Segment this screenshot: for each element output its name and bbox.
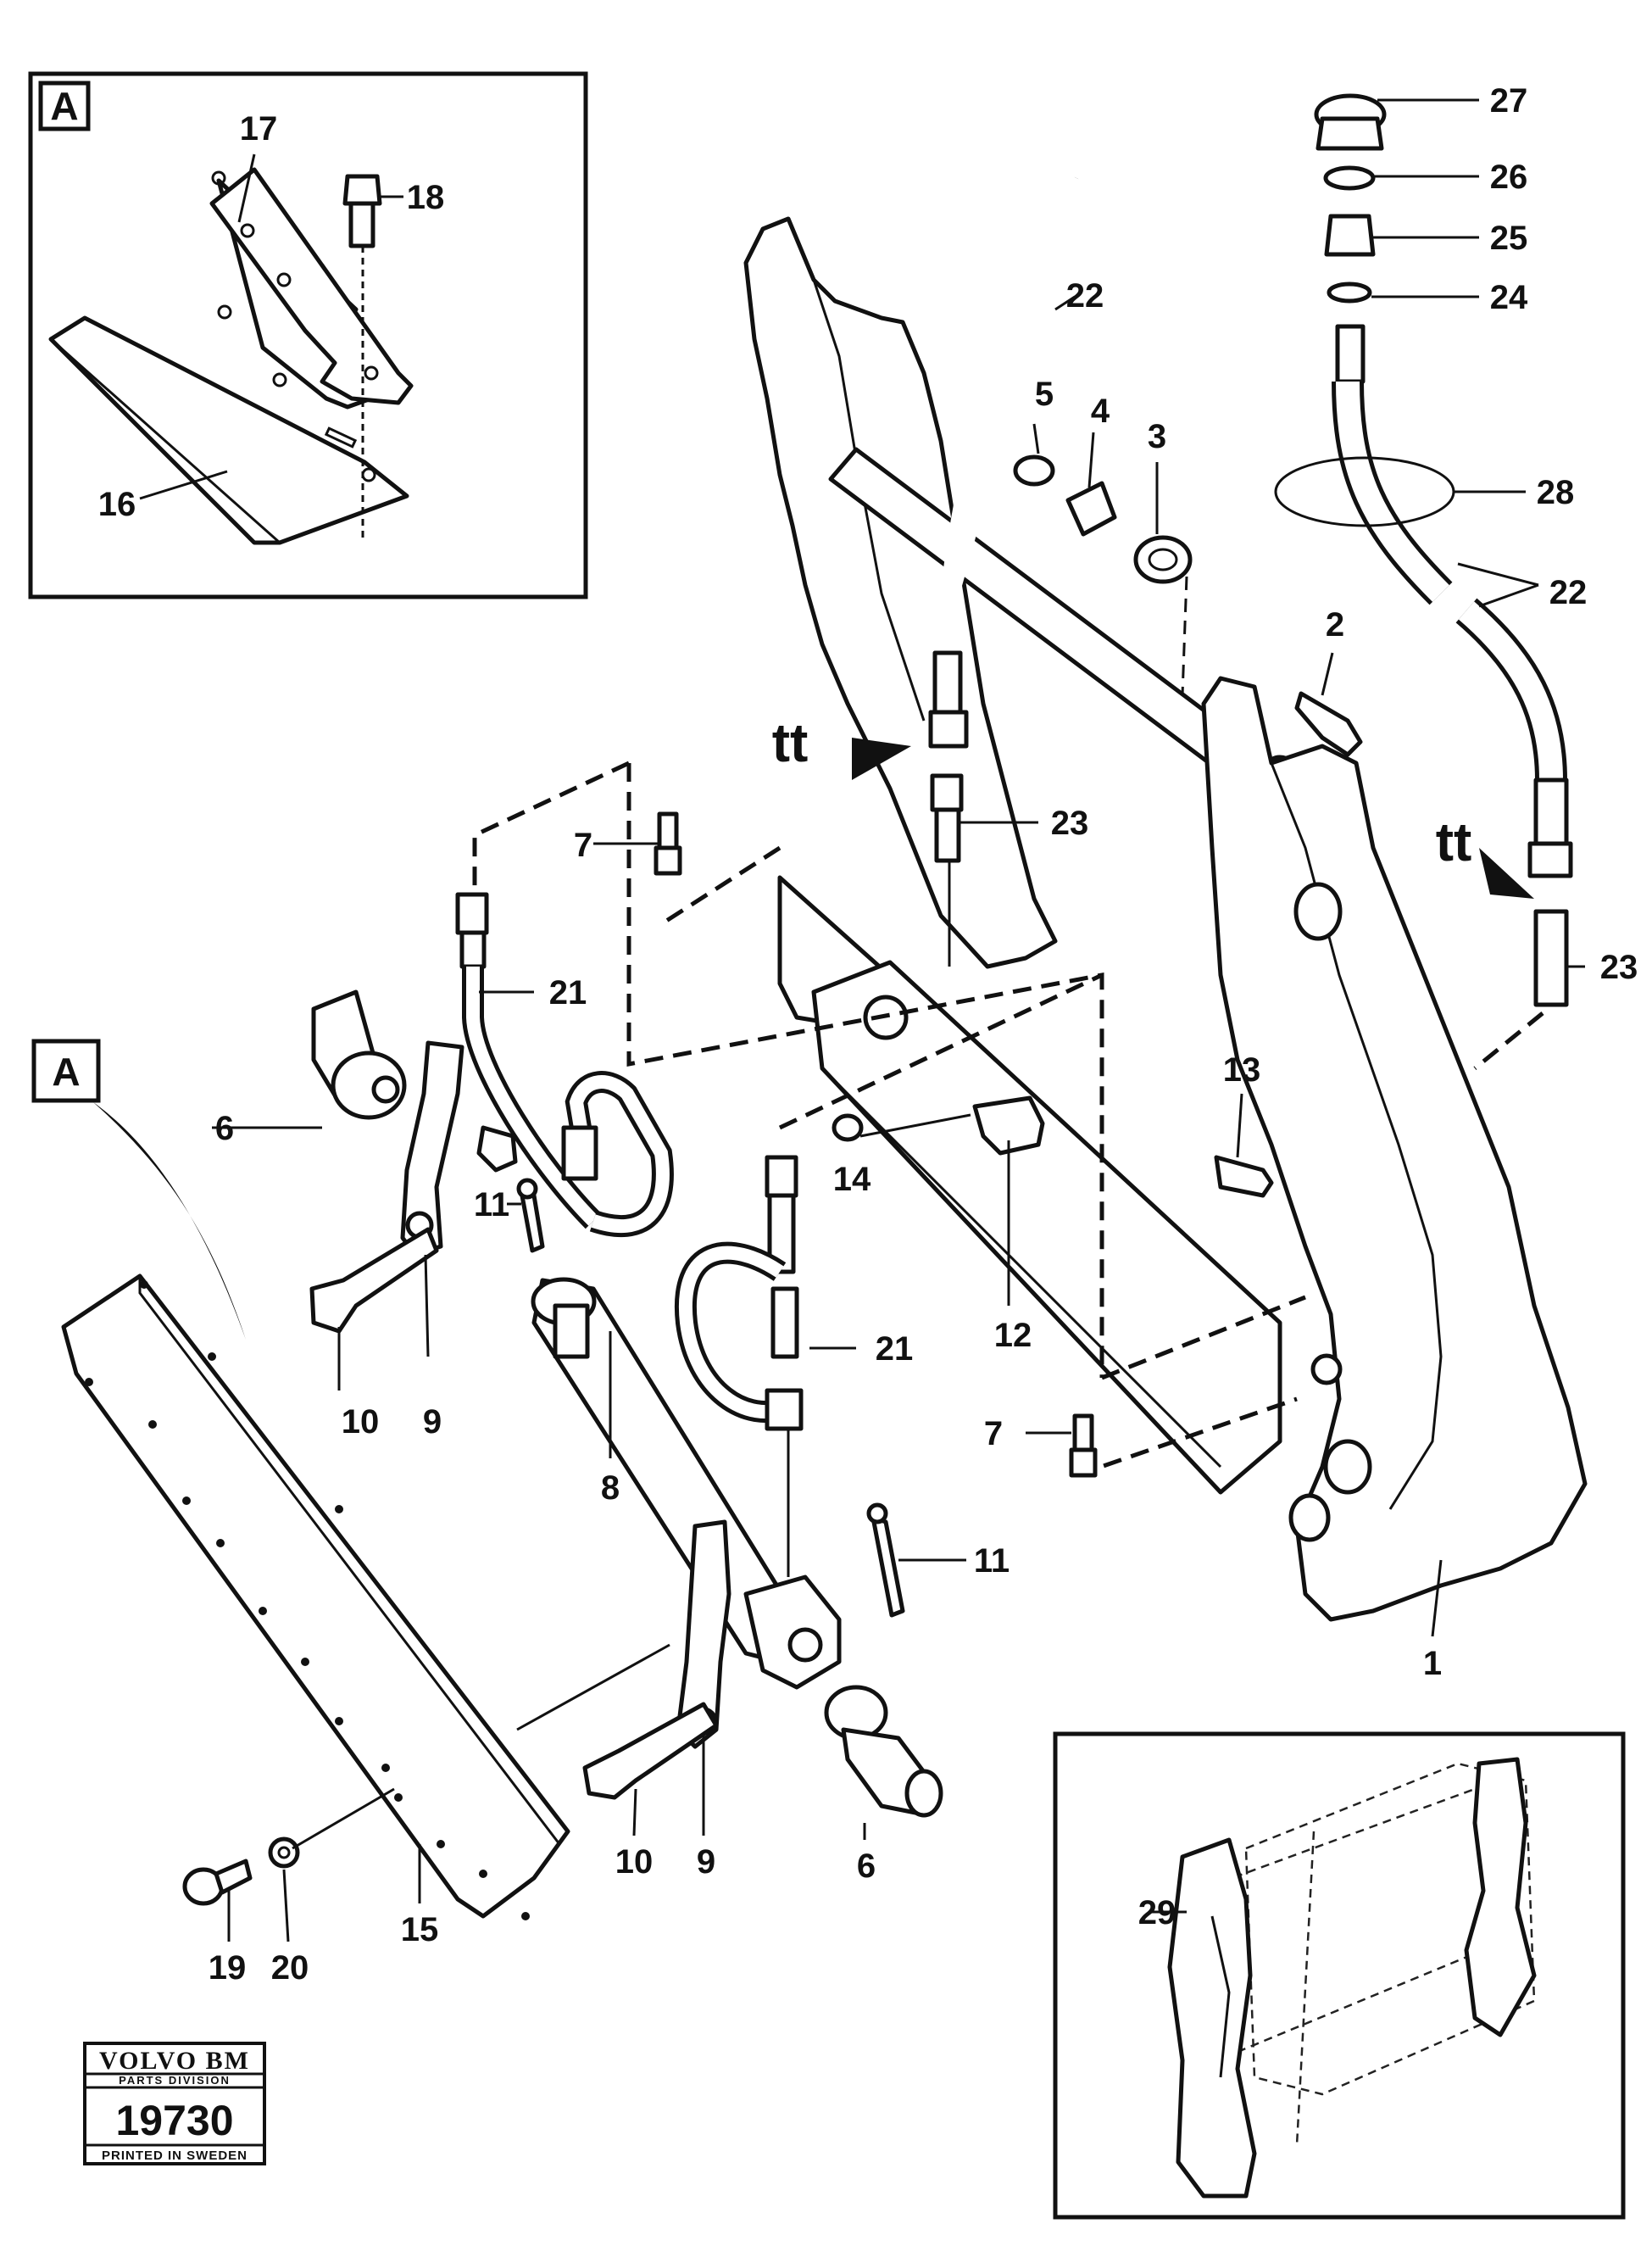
bracket-12 (832, 1095, 1274, 1198)
callout-26: 26 (1490, 159, 1528, 196)
detail-a-tag: A (52, 1050, 80, 1094)
detail-a-pointer: A (31, 1039, 246, 1340)
fitting-23-left (930, 773, 964, 967)
callout-3: 3 (1148, 418, 1166, 455)
stamp-printed: PRINTED IN SWEDEN (102, 2148, 248, 2163)
callout-16: 16 (98, 486, 136, 523)
callout-5: 5 (1035, 376, 1054, 413)
bolt-2 (1294, 652, 1363, 757)
pin-6-lower (824, 1685, 943, 1818)
callout-11a: 11 (474, 1186, 509, 1223)
volvo-parts-stamp: VOLVO BM PARTS DIVISION 19730 PRINTED IN… (83, 2042, 266, 2165)
callout-24: 24 (1490, 279, 1528, 316)
callout-13: 13 (1223, 1051, 1261, 1089)
stamp-division: PARTS DIVISION (119, 2074, 231, 2087)
callout-23a: 23 (1051, 805, 1089, 842)
callout-17: 17 (240, 110, 278, 148)
washer-20 (268, 1787, 395, 1869)
callout-10b: 10 (615, 1843, 654, 1881)
bolt-10-upper (309, 1227, 439, 1334)
plate-15 (61, 1273, 670, 1920)
inset-a-callouts: 17 18 16 (98, 110, 445, 523)
inset-29-attachment (1167, 1757, 1537, 2199)
tt-label-left: tt (772, 712, 809, 773)
split-pin-11-lower (866, 1502, 905, 1618)
callout-18: 18 (407, 179, 445, 216)
callout-29: 29 (1138, 1894, 1176, 1931)
callout-8: 8 (601, 1469, 620, 1507)
callout-25: 25 (1490, 220, 1528, 257)
inset-a-plates (48, 167, 414, 545)
tt-marker-right: tt (1436, 811, 1534, 899)
callout-19: 19 (209, 1949, 247, 1987)
frame-assembly (743, 216, 1588, 1622)
callout-4: 4 (1091, 393, 1110, 430)
callout-23b: 23 (1600, 949, 1638, 986)
tube-21-lower (674, 1155, 804, 1577)
bracket-9-upper (400, 1040, 464, 1257)
callout-22b: 22 (1549, 574, 1588, 611)
inset-a-tag: A (50, 84, 78, 128)
split-pin-11-upper (516, 1178, 545, 1253)
callout-9a: 9 (423, 1403, 442, 1441)
pin-6-upper (311, 989, 407, 1120)
dashed-guides (472, 761, 1544, 1478)
callout-20: 20 (271, 1949, 309, 1987)
callout-21b: 21 (876, 1330, 914, 1368)
callout-9b: 9 (697, 1843, 715, 1881)
stamp-brand: VOLVO BM (99, 2047, 250, 2075)
stamp-number: 19730 (115, 2097, 233, 2144)
callout-numbers: 22 27 26 25 24 5 4 3 28 22 2 23 23 7 21 … (209, 82, 1638, 1987)
tt-label-right: tt (1436, 811, 1472, 872)
tube-21-upper (455, 892, 674, 1238)
grease-nipple-7-upper (654, 811, 682, 876)
callout-11b: 11 (974, 1542, 1010, 1580)
callout-7b: 7 (984, 1415, 1003, 1452)
callout-6b: 6 (857, 1848, 876, 1885)
callout-22a: 22 (1066, 277, 1104, 315)
inset-29-frame (1053, 1731, 1626, 2220)
bolt-10-lower (582, 1702, 719, 1800)
callout-7a: 7 (574, 827, 592, 864)
callout-12: 12 (994, 1317, 1032, 1354)
callout-10a: 10 (342, 1403, 380, 1441)
hose-22-left (928, 175, 1083, 749)
callout-28: 28 (1537, 474, 1575, 511)
bolt-19 (182, 1859, 253, 1906)
callout-21a: 21 (549, 974, 587, 1012)
callout-1: 1 (1423, 1645, 1442, 1682)
callout-6a: 6 (215, 1110, 234, 1147)
fittings-3-4-5 (1013, 454, 1193, 696)
callout-15: 15 (401, 1911, 439, 1948)
leader-lines (212, 98, 1585, 1942)
callout-2: 2 (1326, 606, 1344, 644)
hose-22-right (1274, 93, 1573, 1007)
callout-14: 14 (833, 1161, 871, 1198)
grease-nipple-7-lower (1069, 1413, 1098, 1478)
tt-marker-left: tt (772, 712, 911, 780)
callout-27: 27 (1490, 82, 1528, 120)
